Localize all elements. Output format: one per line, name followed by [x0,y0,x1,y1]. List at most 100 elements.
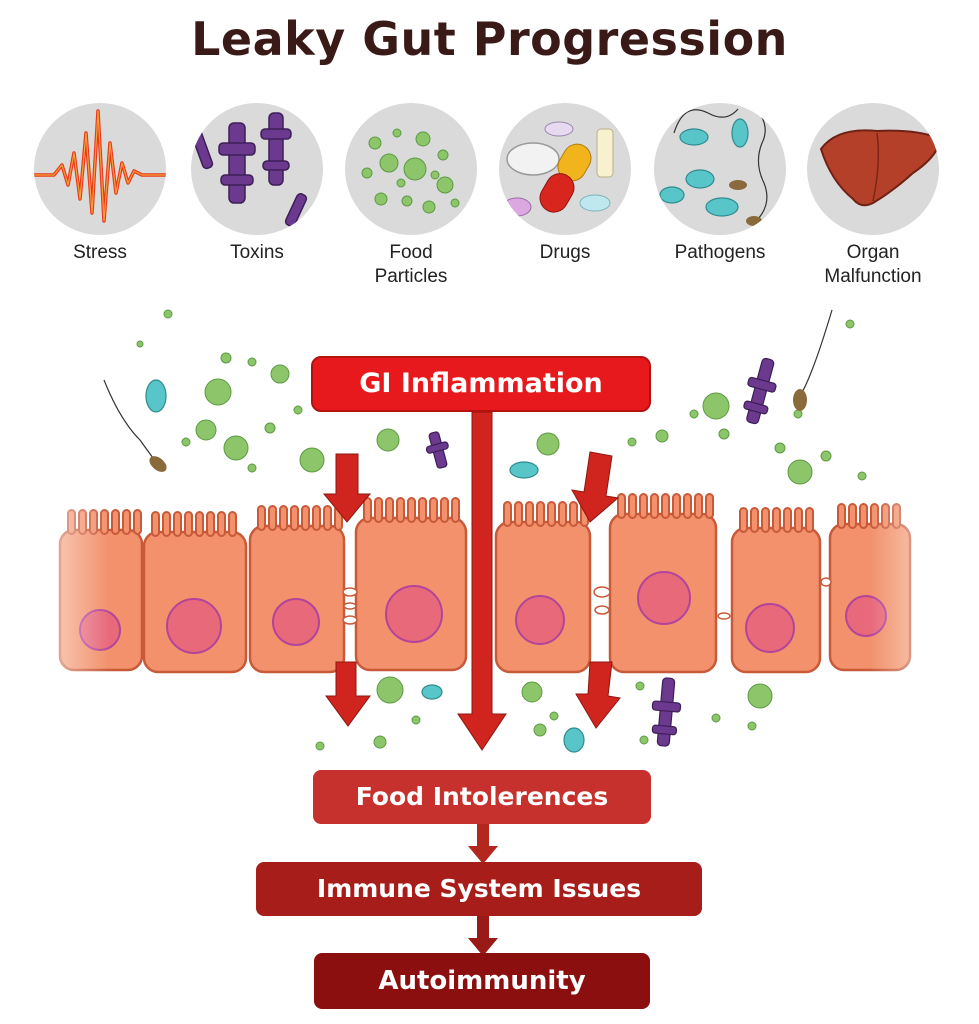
microvillus [111,509,120,535]
nucleus [745,603,795,653]
nucleus [166,598,222,654]
microvillus [407,497,416,523]
arrow-down [322,453,372,523]
microvillus [374,497,383,523]
junction-gap [342,587,358,597]
microvillus [228,511,237,537]
food-particle [411,715,421,725]
page-title: Leaky Gut Progression [191,12,788,66]
microvillus [650,493,659,519]
microvillus [569,501,578,527]
cause-toxins: Toxins [187,103,327,265]
food-particle [857,471,867,481]
microvillus [661,493,670,519]
stage-label: GI Inflammation [359,368,603,399]
junction-gap [593,586,611,598]
microvillus [133,509,142,535]
food-particle [549,711,559,721]
food-particle [627,437,637,447]
food-particle [293,405,303,415]
food-particle [181,437,191,447]
microvillus [206,511,215,537]
nucleus [515,595,565,645]
stress-waveform-icon [34,103,166,235]
microvillus [122,509,131,535]
microvillus [268,505,277,531]
microvillus [279,505,288,531]
nucleus [637,571,691,625]
intestinal-lining-diagram [0,309,979,753]
food-particle [220,352,232,364]
microvillus [772,507,781,533]
microvillus [429,497,438,523]
food-particle [376,676,404,704]
junction-gap [820,577,832,587]
food-particle [223,435,249,461]
food-particle [204,378,232,406]
microvillus [683,493,692,519]
arrow-down [571,451,620,523]
toxin-molecule [425,431,449,469]
stage-autoimmunity: Autoimmunity [314,953,650,1009]
junction-gap [717,612,731,620]
nucleus [272,598,320,646]
food-particle [689,409,699,419]
bacteria [509,461,539,479]
microvillus [558,501,567,527]
food-particle [774,442,786,454]
microvillus [217,511,226,537]
junction-gap [343,602,357,610]
microvillus [536,501,545,527]
microvillus [440,497,449,523]
bacteria [145,379,167,413]
cause-stress: Stress [30,103,170,265]
food-particle [163,309,173,319]
food-particle [747,721,757,731]
food-particle [635,681,645,691]
stage-label: Immune System Issues [316,874,642,903]
microvillus [195,511,204,537]
microvillus [173,511,182,537]
food-particle [315,741,325,751]
microvillus [514,501,523,527]
cause-drugs: Drugs [495,103,635,265]
food-particle [376,428,400,452]
cause-food-particles: Food Particles [341,103,481,289]
microvillus [750,507,759,533]
arrow-down [325,661,371,727]
microvillus [525,501,534,527]
liver-icon [807,103,939,235]
microvillus [859,503,868,529]
food-particle [136,340,144,348]
stage-arrow [468,824,498,864]
stage-immune-system-issues: Immune System Issues [256,862,702,916]
cause-label: Stress [73,242,127,263]
food-particle [247,463,257,473]
junction-gap [594,605,610,615]
microvillus [301,505,310,531]
microvillus [694,493,703,519]
food-particle [521,681,543,703]
stage-gi-inflammation: GI Inflammation [311,356,651,412]
stage-label: Food Intolerences [355,782,609,811]
food-particle [264,422,276,434]
microvillus [672,493,681,519]
stage-arrow [468,916,498,956]
stage-food-intolerances: Food Intolerences [313,770,651,824]
microvillus [617,493,626,519]
cause-label: Pathogens [674,242,766,263]
microvillus [783,507,792,533]
microvillus [363,497,372,523]
arrow-down [575,661,621,729]
cause-organ-malfunction: Organ Malfunction [803,103,943,289]
stage-label: Autoimmunity [378,966,586,996]
microvillus [385,497,394,523]
microvillus [312,505,321,531]
junction-gap [342,615,358,625]
food-particle [639,735,649,745]
toxin-molecule [743,357,777,425]
food-particle [270,364,290,384]
food-particle [195,419,217,441]
bacteria [421,684,443,700]
microvillus [257,505,266,531]
